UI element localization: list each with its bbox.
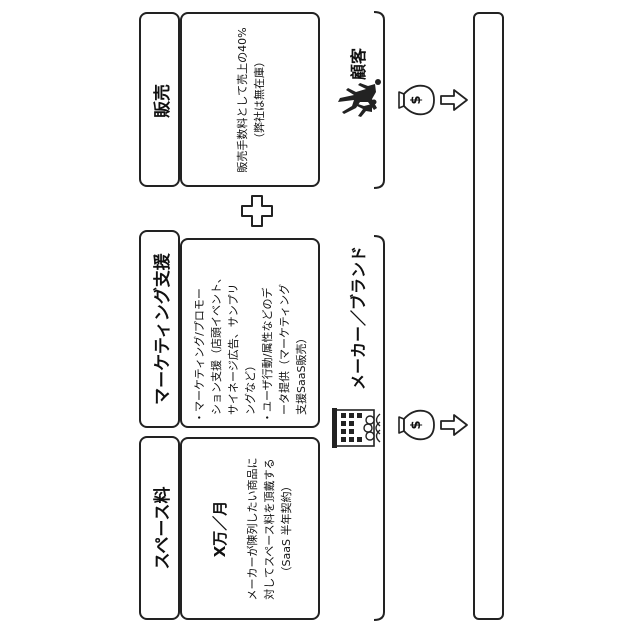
office-building-icon (330, 400, 378, 456)
marketing-bullet1-line1: ・マーケティング/プロモー (191, 243, 208, 423)
sales-title: 販売 (142, 16, 178, 186)
sales-detail-box: 販売手数料として売上の40% （弊社は無在庫） (180, 12, 320, 187)
marketing-detail-box: ・マーケティング/プロモー ション支援（店頭イベント、 サイネージ広告、サンプリ… (180, 238, 320, 428)
marketing-detail: ・マーケティング/プロモー ション支援（店頭イベント、 サイネージ広告、サンプリ… (182, 240, 318, 426)
space-fee-price: X万／月 (209, 444, 230, 614)
space-fee-detail-box: X万／月 メーカーが陳列したい商品に 対してスペース料を頂戴する （SaaS 半… (180, 437, 320, 620)
space-fee-desc-line1: メーカーが陳列したい商品に (244, 444, 261, 614)
space-fee-title: スペース料 (142, 438, 178, 618)
marketing-bullet2-line3: 支援SaaS販売） (293, 243, 310, 423)
walking-people-icon (328, 72, 384, 120)
space-fee-title-box: スペース料 (139, 436, 180, 620)
maker-brand-label: メーカー／ブランド (343, 228, 371, 408)
money-bag-dollar: $ (406, 415, 426, 435)
sales-title-box: 販売 (139, 12, 180, 187)
outline-arrow-icon (440, 414, 468, 436)
space-fee-desc-line3: （SaaS 半年契約） (278, 444, 295, 614)
right-tall-box (473, 12, 504, 620)
marketing-bullet1-line2: ション支援（店頭イベント、 (208, 243, 225, 423)
space-fee-desc-line2: 対してスペース料を頂戴する (261, 444, 278, 614)
marketing-title: マーケティング支援 (142, 232, 178, 426)
sales-desc-line2: （弊社は無在庫） (251, 17, 268, 183)
money-bag-dollar: $ (406, 90, 426, 110)
marketing-bullet2-line1: ・ユーザ行動/属性などのデ (259, 243, 276, 423)
sales-detail: 販売手数料として売上の40% （弊社は無在庫） (182, 15, 320, 185)
outline-arrow-icon (440, 89, 468, 111)
space-fee-detail: X万／月 メーカーが陳列したい商品に 対してスペース料を頂戴する （SaaS 半… (182, 439, 322, 619)
marketing-title-box: マーケティング支援 (139, 230, 180, 428)
marketing-bullet1-line4: ングなど） (242, 243, 259, 423)
marketing-bullet2-line2: ータ提供（マーケティング (276, 243, 293, 423)
marketing-bullet1-line3: サイネージ広告、サンプリ (225, 243, 242, 423)
sales-desc-line1: 販売手数料として売上の40% (234, 17, 251, 183)
